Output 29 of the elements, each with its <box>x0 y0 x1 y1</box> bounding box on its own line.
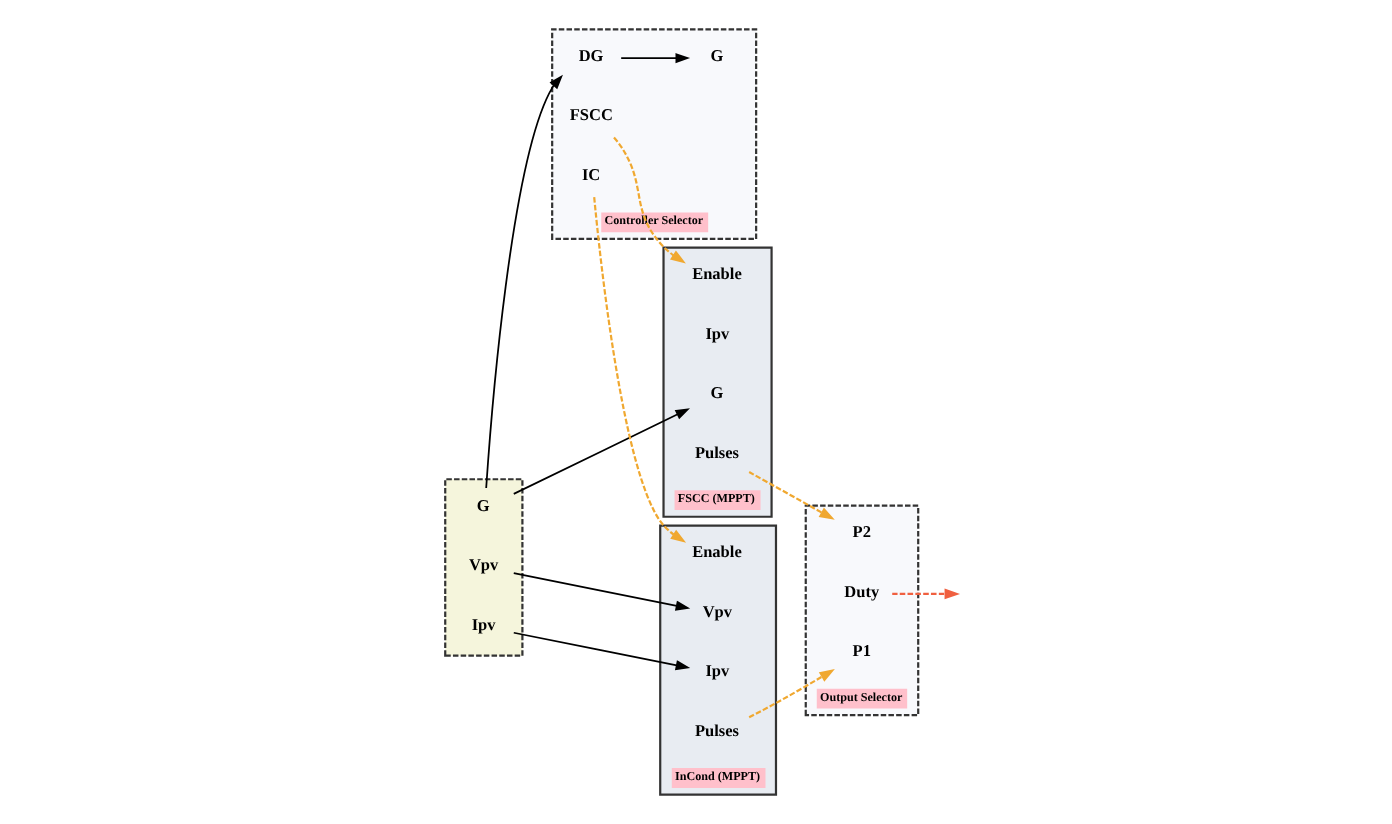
node-text: Enable <box>691 265 741 284</box>
node-text: P2 <box>851 523 870 542</box>
node-text: DG <box>577 46 603 65</box>
node-text: G <box>709 384 723 403</box>
node-text: Pulses <box>693 443 738 462</box>
arrow <box>619 53 690 64</box>
arrow <box>747 471 834 520</box>
arrow <box>747 669 834 719</box>
node-text: G <box>709 46 723 65</box>
node-text: FSCC <box>568 106 612 125</box>
arrow <box>891 588 960 600</box>
arrow <box>484 74 562 489</box>
node-text: Duty <box>843 582 879 601</box>
arrow <box>592 197 686 543</box>
node-text: Enable <box>691 542 741 561</box>
node-text: P1 <box>851 642 870 661</box>
arrow <box>511 572 690 611</box>
node-text: G <box>475 496 489 515</box>
arrow <box>612 136 685 264</box>
cluster <box>443 478 523 657</box>
node-text: Ipv <box>704 324 729 343</box>
node-text: Ipv <box>470 615 495 634</box>
node-text: Pulses <box>693 721 738 740</box>
node-text: Ipv <box>704 662 729 681</box>
node-text: Vpv <box>467 556 498 575</box>
arrow <box>511 408 689 495</box>
node-text: Vpv <box>701 602 732 621</box>
arrow <box>511 631 690 671</box>
node-text: IC <box>580 165 600 184</box>
